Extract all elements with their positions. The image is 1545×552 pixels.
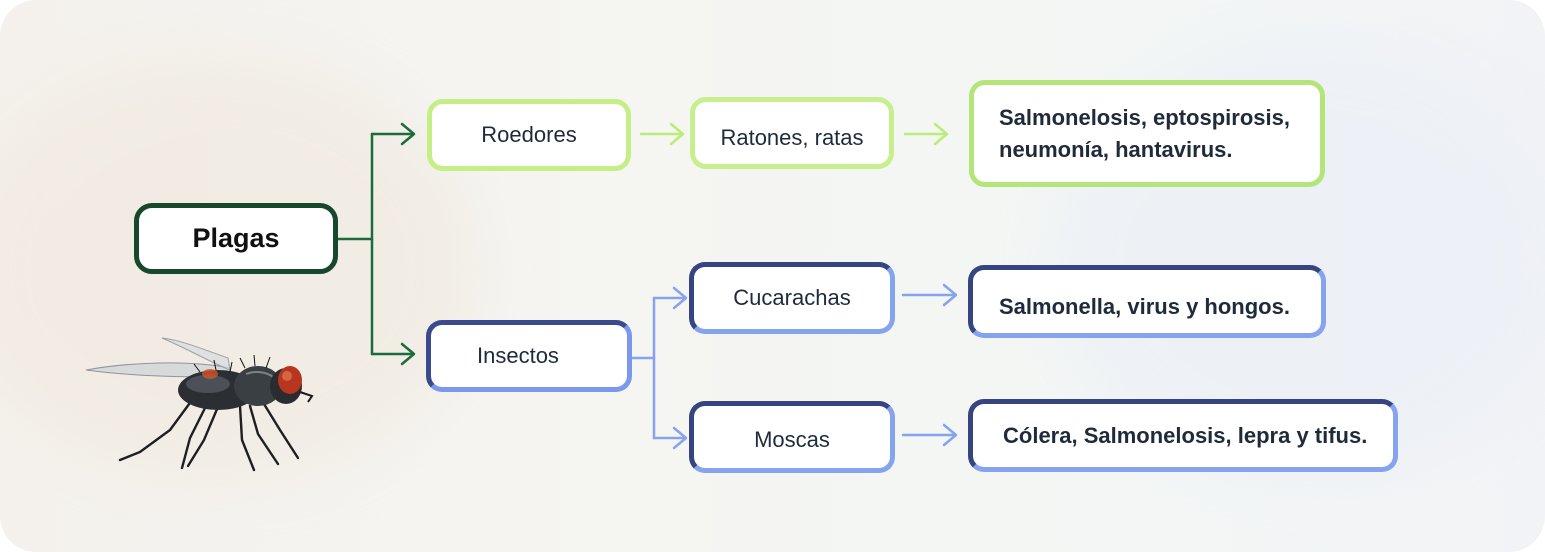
branch-label-insectos: Insectos bbox=[477, 343, 559, 368]
label-ratones-ratas: Ratones, ratas bbox=[720, 125, 864, 150]
label-moscas: Moscas bbox=[754, 427, 830, 452]
root-connectors bbox=[336, 122, 416, 366]
diseases-node-cucarachas: Salmonella, virus y hongos. bbox=[968, 265, 1326, 338]
root-node-plagas: Plagas bbox=[134, 203, 338, 274]
diseases-node-moscas: Cólera, Salmonelosis, lepra y tifus. bbox=[968, 399, 1398, 472]
node-ratones-ratas: Ratones, ratas bbox=[690, 97, 894, 169]
rodent-arrows bbox=[639, 122, 949, 146]
diseases-node-rodents: Salmonelosis, eptospirosis, neumonía, ha… bbox=[969, 80, 1325, 187]
label-cucarachas: Cucarachas bbox=[733, 285, 851, 310]
diseases-moscas: Cólera, Salmonelosis, lepra y tifus. bbox=[1003, 422, 1368, 448]
node-cucarachas: Cucarachas bbox=[689, 262, 895, 334]
insect-arrows bbox=[630, 283, 958, 450]
node-moscas: Moscas bbox=[689, 401, 895, 473]
root-label: Plagas bbox=[192, 223, 280, 253]
fly-image bbox=[85, 337, 314, 472]
branch-node-roedores: Roedores bbox=[427, 99, 631, 171]
branch-node-insectos: Insectos bbox=[426, 320, 632, 392]
diseases-cucarachas: Salmonella, virus y hongos. bbox=[999, 293, 1290, 319]
diseases-line-2: neumonía, hantavirus. bbox=[999, 136, 1233, 162]
branch-label-roedores: Roedores bbox=[481, 122, 577, 147]
diseases-line-1: Salmonelosis, eptospirosis, bbox=[999, 104, 1290, 130]
